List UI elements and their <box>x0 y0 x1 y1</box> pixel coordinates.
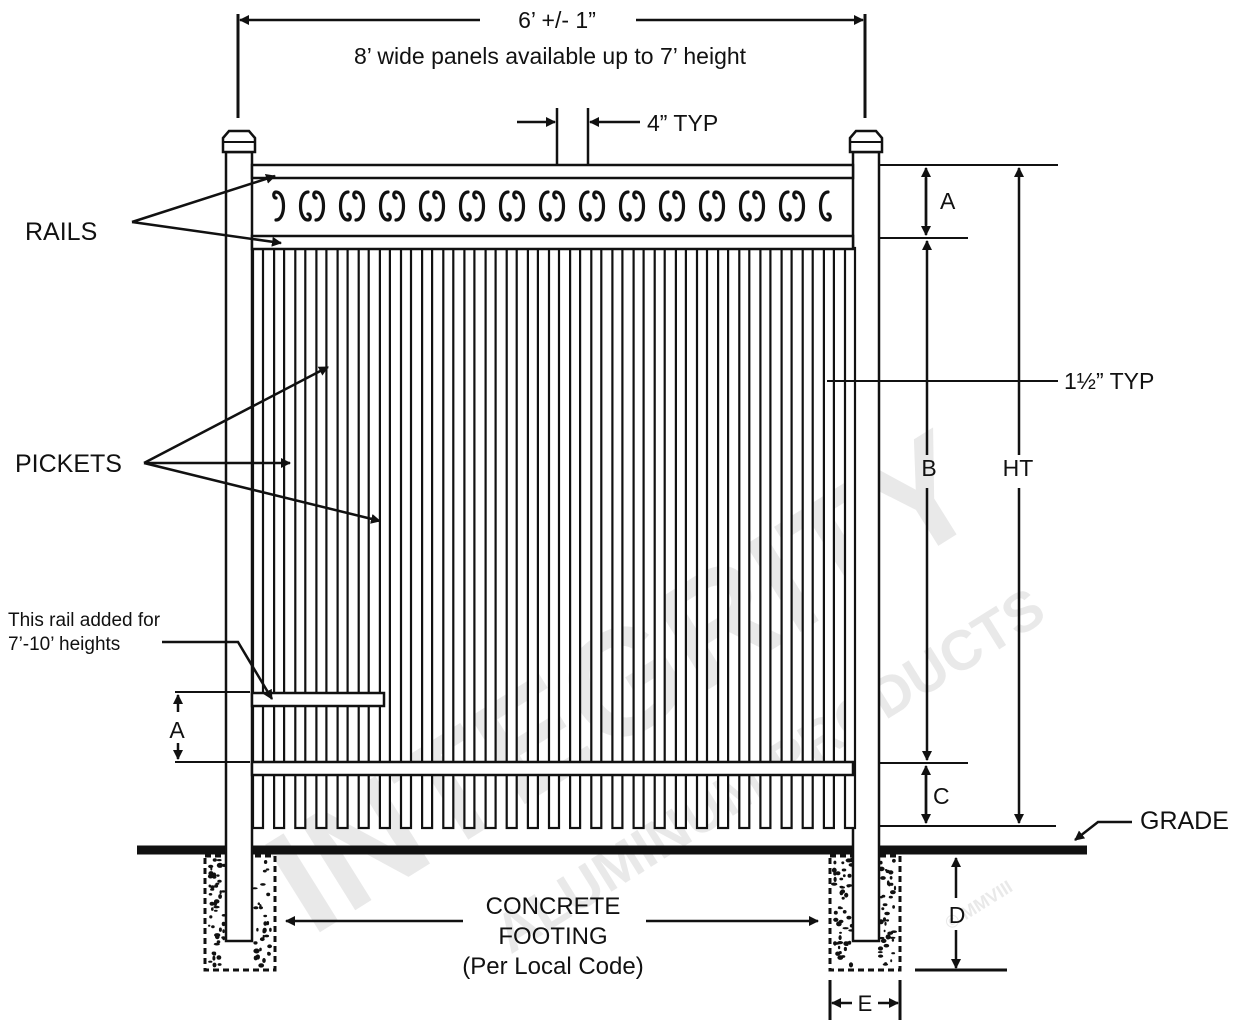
panel-width-note: 8’ wide panels available up to 7’ height <box>354 43 747 69</box>
dimension-e: E <box>828 980 902 1020</box>
dimension-b: B <box>921 240 937 761</box>
picket <box>801 246 814 830</box>
scroll-ornament <box>658 190 686 222</box>
dimension-panel-width: 6’ +/- 1” 8’ wide panels available up to… <box>236 7 867 118</box>
scroll-ornament <box>458 190 486 222</box>
picket <box>273 246 286 830</box>
top-rail <box>250 163 855 180</box>
grade-label: GRADE <box>1140 807 1229 835</box>
picket <box>611 246 624 830</box>
dimension-ht-label: HT <box>1003 455 1034 481</box>
dimension-a-top: A <box>921 167 956 236</box>
scroll-ornament <box>618 190 646 222</box>
picket <box>526 246 540 830</box>
footing-label-line2: FOOTING <box>498 923 607 950</box>
picket <box>251 246 265 830</box>
scroll-ornament <box>378 190 406 222</box>
dimension-a-mid: A <box>169 691 250 763</box>
picket <box>822 246 836 830</box>
callout-pickets: PICKETS <box>15 365 381 524</box>
concrete-footing-left <box>203 854 277 972</box>
scroll-ornament <box>498 190 526 222</box>
callout-grade: GRADE <box>1074 807 1229 841</box>
scroll-ornament <box>538 190 566 222</box>
picket <box>716 246 730 830</box>
dimension-b-label: B <box>921 455 936 481</box>
picket <box>357 246 370 830</box>
scroll-ornament <box>738 190 766 222</box>
callout-footing: CONCRETE FOOTING (Per Local Code) <box>285 893 819 980</box>
picket <box>378 246 391 830</box>
dimension-e-label: E <box>858 991 873 1016</box>
scroll-ornaments <box>272 190 832 222</box>
dimension-c: C <box>921 765 950 824</box>
dimension-c-label: C <box>933 783 950 809</box>
extension-lines <box>880 164 1058 827</box>
dimension-a-top-label: A <box>940 188 956 214</box>
bottom-rail <box>250 760 855 777</box>
picket <box>632 246 645 830</box>
footing-label-line3: (Per Local Code) <box>462 953 643 980</box>
picket <box>738 246 751 830</box>
scroll-ornament <box>338 190 366 222</box>
callout-added-rail: This rail added for 7’-10’ heights <box>8 610 274 700</box>
picket <box>463 246 476 830</box>
picket <box>695 246 709 830</box>
dimension-picket-spacing: 4” TYP <box>517 108 718 164</box>
scroll-ornament <box>818 190 832 222</box>
panel-width-label: 6’ +/- 1” <box>518 7 596 33</box>
footing-label-line1: CONCRETE <box>486 893 621 920</box>
picket <box>421 246 434 830</box>
picket <box>399 246 413 830</box>
picket <box>315 246 328 830</box>
dimension-d-label: D <box>949 902 966 928</box>
post-left <box>221 129 257 943</box>
picket-width-label: 1½” TYP <box>1064 368 1154 394</box>
scroll-ornament <box>778 190 806 222</box>
mid-rail-added <box>250 691 386 708</box>
upper-rail <box>250 234 855 251</box>
scroll-ornament <box>698 190 726 222</box>
picket <box>568 246 582 830</box>
added-rail-note-line1: This rail added for <box>8 610 161 631</box>
pickets-label: PICKETS <box>15 450 122 478</box>
callout-rails: RAILS <box>25 173 282 247</box>
scroll-ornament <box>418 190 446 222</box>
post-right <box>848 129 884 943</box>
rail-group <box>250 163 855 777</box>
scroll-ornament <box>578 190 606 222</box>
picket <box>294 246 307 830</box>
picket <box>505 246 518 830</box>
picket <box>484 246 497 830</box>
dimension-d: D <box>915 857 1007 972</box>
dimension-ht: HT <box>1003 167 1034 824</box>
picket <box>653 246 666 830</box>
picket <box>442 246 455 830</box>
picket <box>590 246 603 830</box>
picket <box>547 246 561 830</box>
dimension-a-mid-label: A <box>169 717 185 743</box>
added-rail-note-line2: 7’-10’ heights <box>8 634 120 655</box>
scroll-ornament <box>298 190 326 222</box>
picket <box>843 246 857 830</box>
picket-group <box>251 246 857 830</box>
dimension-picket-width: 1½” TYP <box>827 368 1154 394</box>
rails-label: RAILS <box>25 218 97 246</box>
picket <box>759 246 772 830</box>
picket <box>674 246 688 830</box>
picket <box>780 246 793 830</box>
picket-spacing-label: 4” TYP <box>647 110 718 136</box>
scroll-ornament <box>272 190 286 222</box>
picket <box>336 246 349 830</box>
